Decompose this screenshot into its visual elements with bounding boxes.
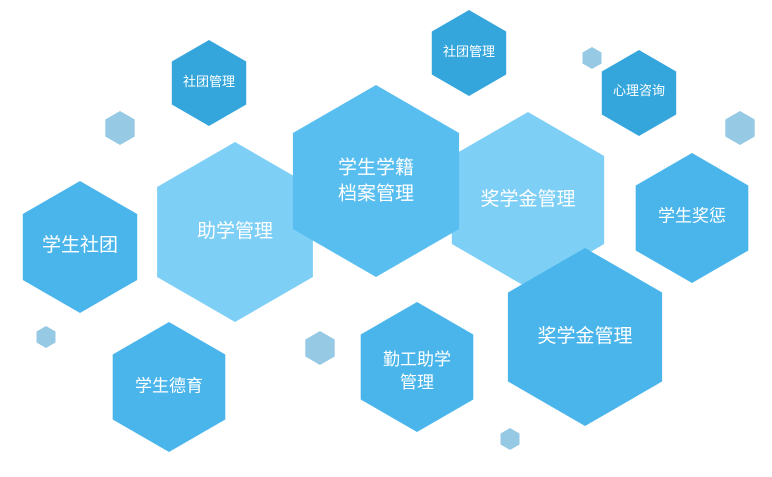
label-archive: 学生学籍 档案管理 xyxy=(337,156,415,204)
hex-deco-5 xyxy=(305,331,335,365)
label-reward: 学生奖惩 xyxy=(658,206,726,227)
hex-club-small-a xyxy=(171,40,247,126)
label-club-small-b: 社团管理 xyxy=(442,45,496,61)
label-counsel: 心理咨询 xyxy=(612,84,666,100)
hex-reward xyxy=(635,153,749,283)
hex-counsel xyxy=(601,50,677,136)
hex-scholarship-top xyxy=(451,112,605,288)
hex-archive xyxy=(292,85,460,277)
label-club-left: 学生社团 xyxy=(41,234,119,257)
label-scholarship-bottom: 奖学金管理 xyxy=(537,325,633,348)
hex-deco-2 xyxy=(582,47,602,69)
hex-deco-3 xyxy=(725,111,755,145)
hex-club-left xyxy=(22,181,138,313)
label-club-small-a: 社团管理 xyxy=(182,75,236,91)
hex-deco-1 xyxy=(105,111,135,145)
hex-work xyxy=(360,302,474,432)
hex-deco-6 xyxy=(500,428,520,450)
hex-moral xyxy=(112,322,226,452)
hex-scholarship-bottom xyxy=(507,248,663,426)
label-aid: 助学管理 xyxy=(196,220,274,243)
hex-deco-4 xyxy=(36,326,56,348)
label-scholarship-top: 奖学金管理 xyxy=(480,188,576,211)
label-work: 勤工助学 管理 xyxy=(383,350,451,393)
hex-club-small-b xyxy=(431,10,507,96)
hex-aid xyxy=(157,142,313,322)
label-moral: 学生德育 xyxy=(135,376,203,397)
